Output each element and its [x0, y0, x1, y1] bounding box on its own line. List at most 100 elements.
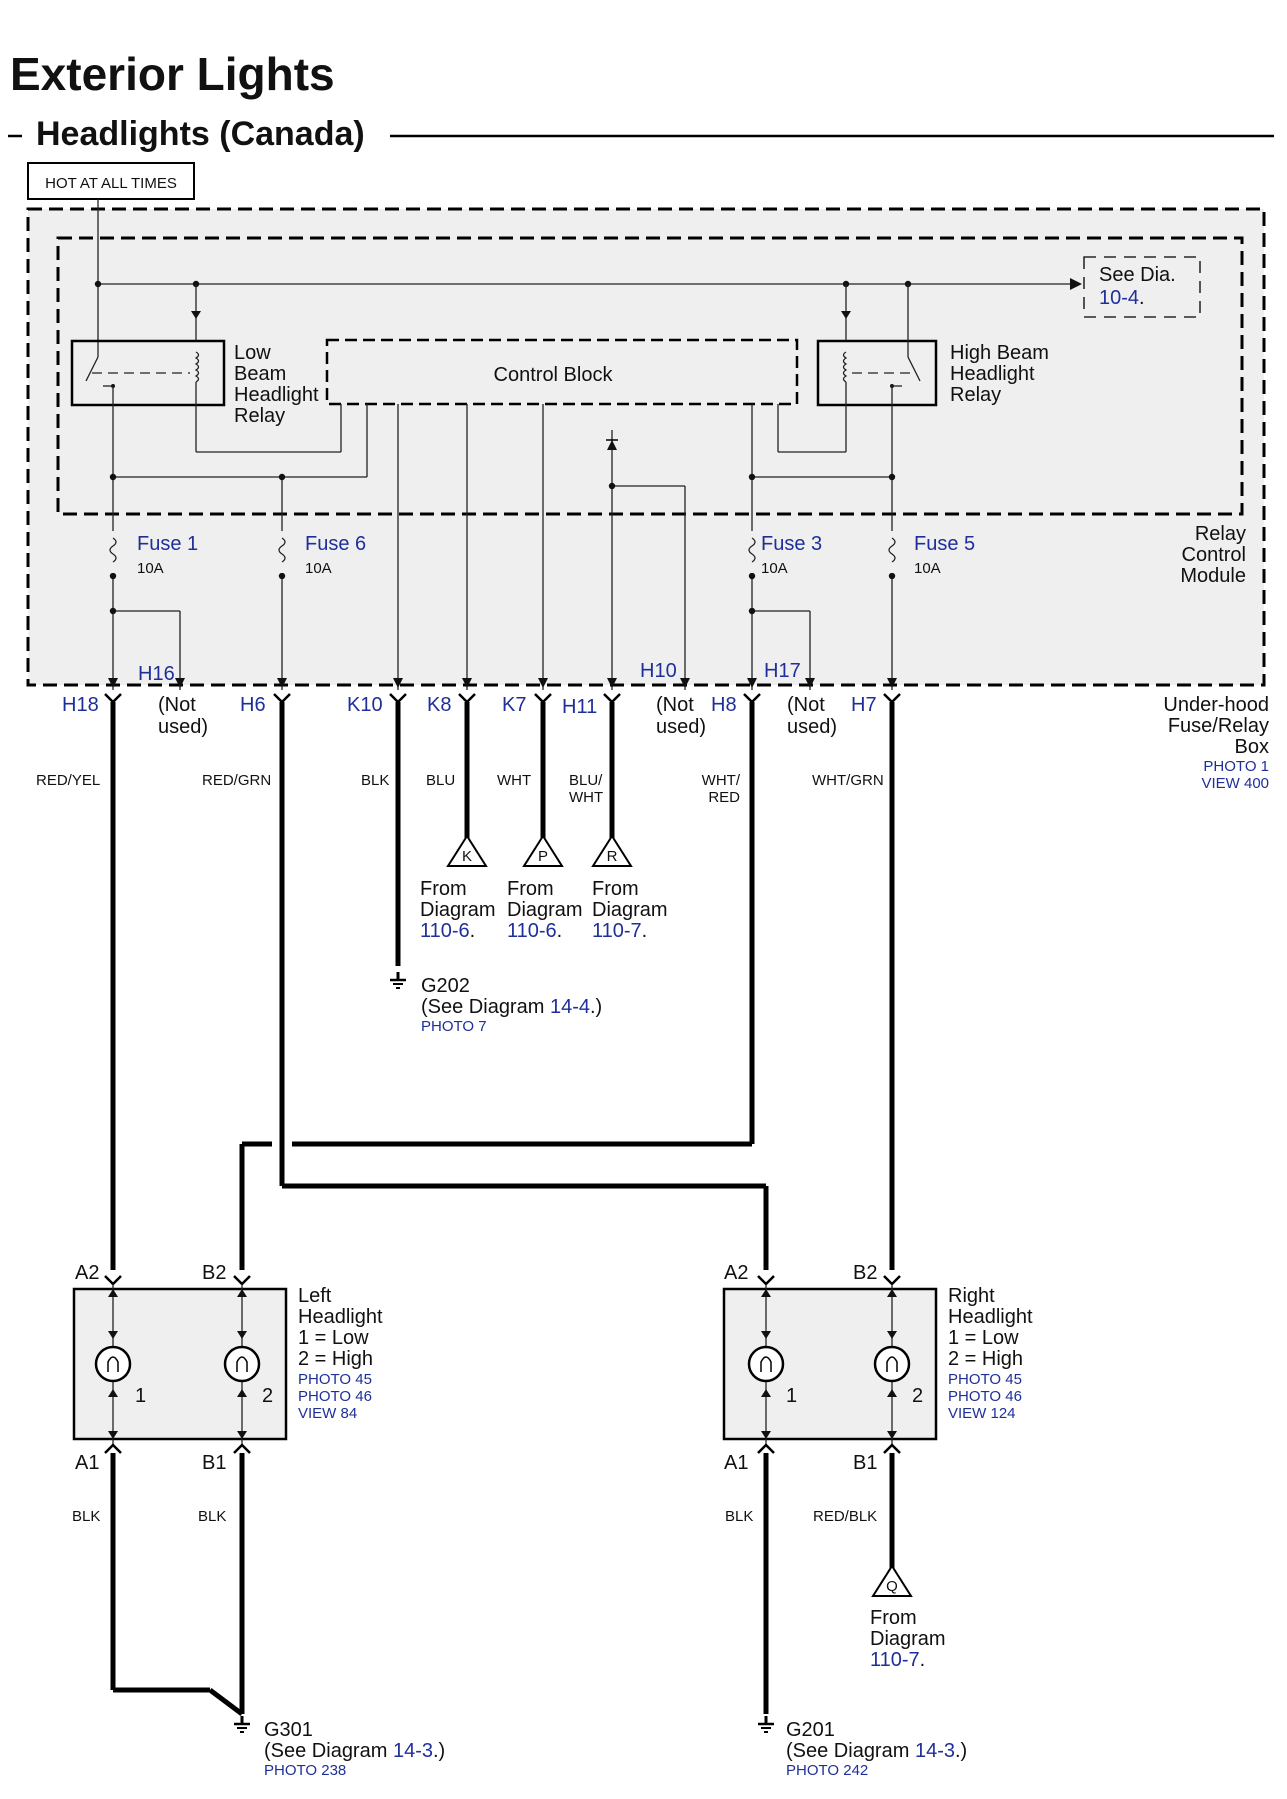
see-dia-box	[1083, 256, 1201, 318]
svg-text:110-6.[interactable]: 110-6.	[420, 920, 475, 942]
svg-text:(Not: (Not	[787, 694, 825, 716]
from-diagram-q: From Diagram 110-7.	[870, 1607, 946, 1671]
svg-text:PHOTO 7: PHOTO 7	[421, 1018, 487, 1035]
hot-at-all-times-label: HOT AT ALL TIMES	[45, 175, 177, 192]
low-relay-coil	[194, 351, 200, 383]
wire-blk-left-b1: BLK	[198, 1508, 226, 1525]
connector-p: P	[522, 834, 564, 867]
svg-text:(See Diagram 14-3.): (See Diagram 14-3.)	[264, 1740, 445, 1762]
svg-text:Q: Q	[886, 1578, 898, 1595]
svg-text:Module: Module	[1180, 565, 1246, 587]
from-diagram-k: From Diagram 110-6.	[420, 878, 496, 942]
svg-text:Relay: Relay	[234, 405, 285, 427]
svg-text:G201: G201	[786, 1719, 835, 1741]
terminal-h8: H8	[711, 694, 737, 716]
terminal-k7: K7	[502, 694, 526, 716]
fuse-3-rating: 10A	[761, 560, 788, 577]
ground-g301-symbol	[232, 1714, 252, 1734]
ground-g201-label: G201 (See Diagram 14-3.) PHOTO 242	[786, 1719, 967, 1779]
wire-blk-right-a1: BLK	[725, 1508, 753, 1525]
svg-text:110-6.[interactable]: 110-6.	[507, 920, 562, 942]
under-hood-box-outline	[26, 207, 1266, 687]
left-pin-a2: A2	[75, 1262, 99, 1284]
svg-text:used): used)	[787, 716, 837, 738]
terminal-h6: H6	[240, 694, 266, 716]
wire-blk-left-a1: BLK	[72, 1508, 100, 1525]
svg-text:110-7.[interactable]: 110-7.	[592, 920, 647, 942]
under-hood-box-fill	[28, 209, 1264, 685]
terminal-h16: H16	[138, 663, 175, 685]
svg-text:2 = High: 2 = High	[948, 1348, 1023, 1370]
svg-text:PHOTO 238: PHOTO 238	[264, 1762, 346, 1779]
control-block-label: Control Block	[494, 364, 614, 386]
high-relay-label: High Beam Headlight Relay	[950, 342, 1049, 406]
svg-text:Diagram: Diagram	[507, 899, 583, 921]
svg-text:VIEW 124: VIEW 124	[948, 1405, 1016, 1422]
svg-text:Low: Low	[234, 342, 271, 364]
svg-text:From: From	[420, 878, 467, 900]
fuse-5-label: Fuse 5	[914, 533, 975, 555]
svg-text:(Not: (Not	[158, 694, 196, 716]
under-hood-box-label: Under-hood Fuse/Relay Box PHOTO 1 VIEW 4…	[1163, 694, 1269, 792]
svg-text:1 = Low: 1 = Low	[948, 1327, 1019, 1349]
svg-text:Right: Right	[948, 1285, 995, 1307]
from-diagram-p: From Diagram 110-6.	[507, 878, 583, 942]
left-bulb-2	[223, 1345, 261, 1383]
svg-text:Beam: Beam	[234, 363, 286, 385]
svg-text:Fuse/Relay: Fuse/Relay	[1168, 715, 1269, 737]
right-bulb-1-number: 1	[786, 1385, 797, 1407]
wire-wht: WHT	[497, 772, 531, 789]
low-relay-label: Low Beam Headlight Relay	[234, 342, 319, 427]
wire-red-yel: RED/YEL	[36, 772, 100, 789]
see-dia-ref[interactable]: 10-4.	[1099, 287, 1145, 309]
ground-g301-label: G301 (See Diagram 14-3.) PHOTO 238	[264, 1719, 445, 1779]
svg-text:PHOTO 45: PHOTO 45	[948, 1371, 1022, 1388]
svg-text:R: R	[607, 848, 618, 865]
svg-text:Relay: Relay	[1195, 523, 1246, 545]
left-bulb-1	[94, 1345, 132, 1383]
right-headlight-label: Right Headlight 1 = Low 2 = High PHOTO 4…	[948, 1285, 1033, 1422]
fuse-1-label: Fuse 1	[137, 533, 198, 555]
right-bulb-2	[873, 1345, 911, 1383]
right-pin-a1: A1	[724, 1452, 748, 1474]
see-dia-text: See Dia.	[1099, 264, 1176, 286]
left-bulb-2-number: 2	[262, 1385, 273, 1407]
terminal-h17: H17	[764, 660, 801, 682]
wire-wht-grn: WHT/GRN	[812, 772, 884, 789]
svg-text:RED: RED	[708, 789, 740, 806]
svg-text:P: P	[538, 848, 548, 865]
svg-text:Box: Box	[1235, 736, 1269, 758]
connector-q: Q	[871, 1564, 913, 1597]
not-used-h10: (Not used)	[656, 694, 706, 738]
svg-text:PHOTO 242: PHOTO 242	[786, 1762, 868, 1779]
terminal-h7: H7	[851, 694, 877, 716]
svg-text:Headlight: Headlight	[234, 384, 319, 406]
left-bulb-1-number: 1	[135, 1385, 146, 1407]
wire-blu: BLU	[426, 772, 455, 789]
left-pin-b1: B1	[202, 1452, 226, 1474]
wire-red-grn: RED/GRN	[202, 772, 271, 789]
low-relay-switch	[85, 356, 99, 382]
right-pin-a2: A2	[724, 1262, 748, 1284]
page-subtitle: Headlights (Canada)	[36, 115, 365, 153]
terminal-h18: H18	[62, 694, 99, 716]
right-bulb-1	[747, 1345, 785, 1383]
not-used-h17: (Not used)	[787, 694, 837, 738]
svg-text:Diagram: Diagram	[592, 899, 668, 921]
ground-g201-symbol	[756, 1714, 776, 1734]
hot-at-all-times-box	[27, 162, 195, 200]
svg-text:PHOTO 46: PHOTO 46	[298, 1388, 372, 1405]
svg-text:WHT: WHT	[569, 789, 603, 806]
svg-text:High Beam: High Beam	[950, 342, 1049, 364]
right-pin-b1: B1	[853, 1452, 877, 1474]
svg-text:From: From	[870, 1607, 917, 1629]
svg-text:110-7.[interactable]: 110-7.	[870, 1649, 925, 1671]
svg-text:Headlight: Headlight	[948, 1306, 1033, 1328]
svg-text:(Not: (Not	[656, 694, 694, 716]
svg-text:PHOTO 1: PHOTO 1	[1203, 758, 1269, 775]
left-pin-a1: A1	[75, 1452, 99, 1474]
high-relay-coil	[842, 351, 848, 383]
fuse-6-rating: 10A	[305, 560, 332, 577]
fuse-5-rating: 10A	[914, 560, 941, 577]
